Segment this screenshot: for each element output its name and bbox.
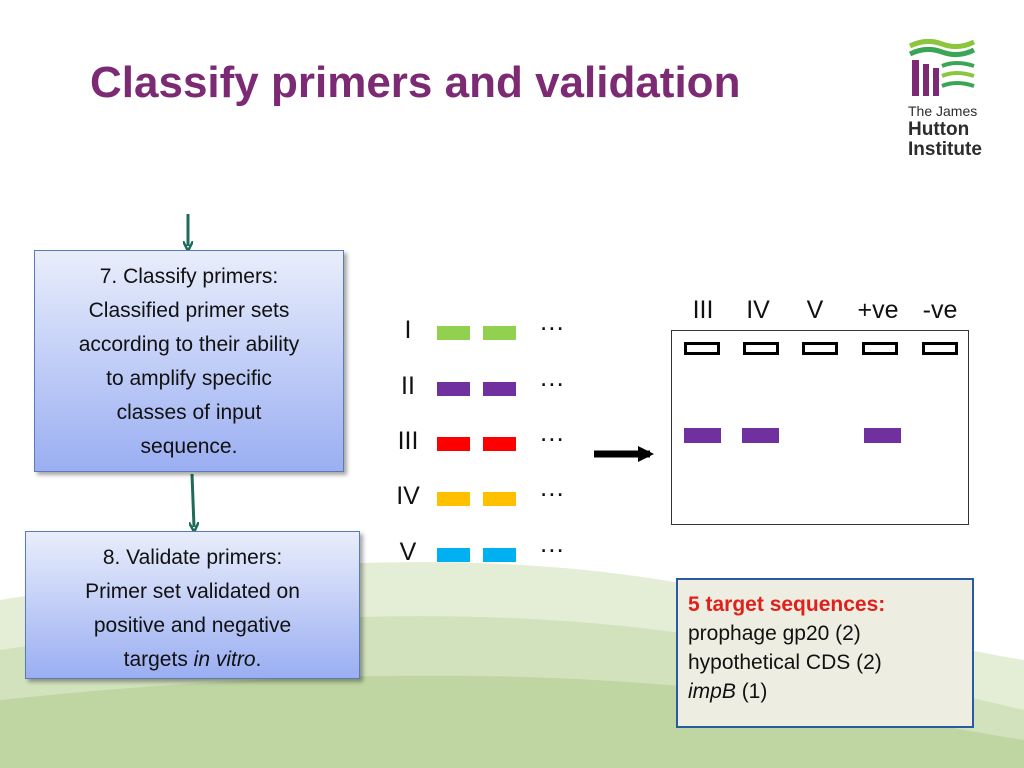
info-line3-italic: impB [688,680,736,703]
step7-line: classes of input [116,401,262,424]
target-sequences-box: 5 target sequences: prophage gp20 (2) hy… [676,578,974,728]
step8-line: 8. Validate primers: [102,546,283,569]
primer-bar [483,437,516,451]
primer-bar [483,548,516,562]
ellipsis: ... [540,472,565,502]
logo-line-1: The James [908,103,978,119]
primer-bar [483,492,516,506]
gel-image [671,330,969,525]
step8-last-suffix: . [255,648,262,671]
info-line: hypothetical CDS (2) [688,651,882,674]
primer-class-label: III [397,427,419,455]
step7-line: 7. Classify primers: [99,265,279,288]
logo-line-2: Hutton [908,119,970,140]
primer-class-label: V [399,538,417,566]
step8-line: positive and negative [93,614,292,637]
step8-line-last: targets in vitro. [26,643,359,677]
step7-line: Classified primer sets [88,299,290,322]
primer-bar [483,326,516,340]
primer-bar [437,326,470,340]
gel-lane-label: III [692,296,714,324]
info-line-3: impB (1) [688,677,962,706]
ellipsis: ... [540,306,565,336]
gel-band [742,428,779,443]
primer-class-label: IV [396,482,420,510]
gel-well [743,342,779,355]
ellipsis: ... [540,362,565,392]
step7-classify-box: 7. Classify primers: Classified primer s… [34,250,344,472]
gel-band [864,428,901,443]
primer-bar [437,382,470,396]
gel-well [802,342,838,355]
gel-lane-label: V [806,296,824,324]
primer-class-label: II [401,372,415,400]
step8-validate-box: 8. Validate primers: Primer set validate… [25,531,360,679]
step7-line: to amplify specific [106,367,272,390]
step7-line: according to their ability [78,333,300,356]
gel-lane-label: +ve [857,296,899,324]
info-heading: 5 target sequences: [688,593,886,616]
gel-lane-label: -ve [922,296,958,324]
primer-row-2: II ... [388,362,588,406]
primer-row-5: V ... [388,528,588,572]
primer-class-table: I ... II ... III ... IV ... V ... [388,300,588,590]
primer-bar [437,492,470,506]
page-title: Classify primers and validation [90,58,741,107]
gel-well [922,342,958,355]
step8-last-italic: in vitro [193,648,256,671]
hutton-logo: The James Hutton Institute [908,36,982,160]
primer-bar [483,382,516,396]
logo-line-3: Institute [908,139,982,160]
gel-well [862,342,898,355]
primer-row-1: I ... [388,306,588,350]
info-line: prophage gp20 (2) [688,622,861,645]
ellipsis: ... [540,417,565,447]
primer-row-4: IV ... [388,472,588,516]
gel-lane-label: IV [746,296,770,324]
ellipsis: ... [540,528,565,558]
primer-row-3: III ... [388,417,588,461]
gel-band [684,428,721,443]
info-line3-suffix: (1) [735,680,768,703]
primer-bar [437,437,470,451]
step7-line: sequence. [140,435,238,458]
gel-well [684,342,720,355]
step8-last-prefix: targets [123,648,194,671]
primer-class-label: I [404,316,412,344]
step8-line: Primer set validated on [85,580,300,603]
primer-bar [437,548,470,562]
hutton-logo-icon [908,38,976,96]
